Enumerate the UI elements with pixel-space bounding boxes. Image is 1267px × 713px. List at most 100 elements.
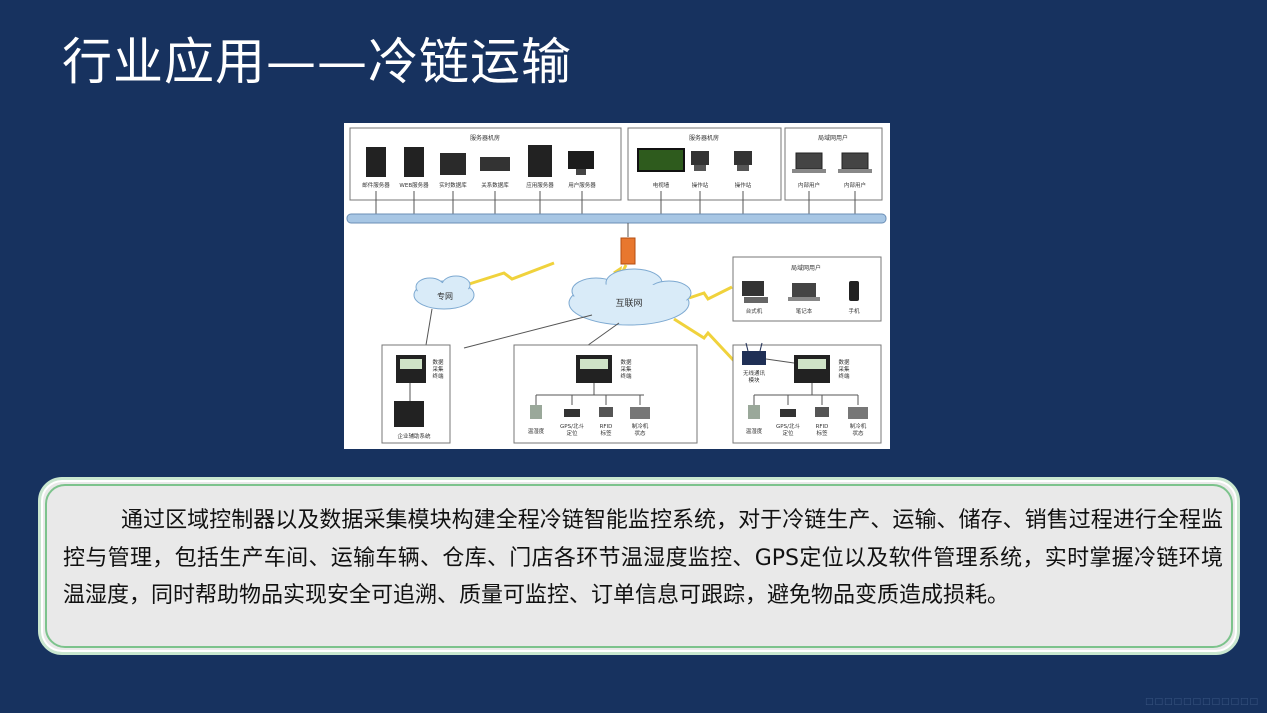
description-panel-border [45,484,1233,648]
private-link-lightning [465,261,555,287]
right-sensor-2-line2: 定位 [782,429,794,437]
monitor-label-2: 操作站 [692,181,709,189]
terminal-right-line1: 数据 [838,358,850,366]
terminal-right-screen [798,359,826,369]
server-label-3: 实时数据库 [439,181,467,189]
mid-sensor-3-line2: 标签 [600,429,612,437]
footer-note: □□□□□□□□□□□□ [1144,697,1259,707]
server-group: 邮件服务器 WEB服务器 实时数据库 关系数据库 应用服务器 用户服务器 [362,145,596,189]
terminal-mid-screen [580,359,608,369]
link-mid-terminal [583,322,620,349]
private-net-label: 专网 [437,291,453,301]
operator-station-1-icon [691,151,709,165]
realtime-db-icon [440,153,466,175]
temp-humidity-sensor-icon [530,405,542,419]
phone-icon [849,281,859,301]
link-left-terminal [463,314,593,349]
laptop-1-icon [795,152,823,170]
wan-link-lightning [688,285,733,301]
description-text: 通过区域控制器以及数据采集模块构建全程冷链智能监控系统，对于冷链生产、运输、储存… [63,508,1223,608]
mid-sensor-4-line2: 状态 [634,429,646,437]
laptop-2-base [838,169,872,173]
terminal-right-line3: 终端 [838,372,850,380]
mail-server-icon [366,147,386,177]
server-label-5: 应用服务器 [526,181,554,189]
user-server-icon [568,151,594,169]
relational-db-icon [480,157,510,171]
server-room-title: 服务器机房 [470,134,500,142]
mid-sensor-2-line2: 定位 [566,429,578,437]
server-label-4: 关系数据库 [481,181,509,189]
laptop-2-icon [841,152,869,170]
description-panel: 通过区域控制器以及数据采集模块构建全程冷链智能监控系统，对于冷链生产、运输、储存… [38,477,1240,655]
mid-sensor-2-line1: GPS/北斗 [560,422,584,430]
wireless-link-lightning [673,317,738,365]
wan-user-label-3: 手机 [848,307,860,315]
laptop-1-base [792,169,826,173]
right-sensor-4-line1: 制冷机 [850,422,867,430]
monitor-room-group: 电视墙 操作站 操作站 [637,148,752,189]
server-label-2: WEB服务器 [399,181,429,189]
refrigerator-unit-icon [630,407,650,419]
gps-device-2-icon [780,409,796,417]
notebook-base [788,297,820,301]
notebook-icon [792,283,816,297]
terminal-left-line1: 数据 [432,358,444,366]
lan-users-title: 局域网用户 [818,134,848,142]
internet-label: 互联网 [615,298,642,309]
wan-users-title: 局域网用户 [791,264,821,272]
enterprise-system-label: 企业辅助系统 [397,432,431,440]
operator-station-2-icon [734,151,752,165]
temp-humidity-sensor-2-icon [748,405,760,419]
network-diagram-svg: 服务器机房 服务器机房 局域网用户 邮件服务器 WEB服务器 实时数据库 关系数… [346,127,887,444]
terminal-left-line3: 终端 [432,372,444,380]
mid-sensor-1-line1: 温湿度 [528,427,545,435]
network-bus [346,213,887,224]
desktop-icon [742,281,764,296]
wireless-module-line1: 无线通讯 [743,369,766,377]
private-net-cloud [413,275,475,310]
terminal-mid-line2: 采集 [620,365,632,373]
rfid-tag-icon [599,407,613,417]
page-title: 行业应用——冷链运输 [62,33,572,91]
terminal-left-line2: 采集 [432,365,444,373]
app-server-icon [528,145,552,177]
operator-station-1-base [694,165,706,171]
right-sensor-2-line1: GPS/北斗 [776,422,800,430]
terminal-left-screen [400,359,422,369]
rfid-tag-2-icon [815,407,829,417]
enterprise-pc-icon [394,401,424,427]
mid-sensor-4-line1: 制冷机 [632,422,649,430]
mid-sensor-3-line1: RFID [600,424,613,430]
server-label-6: 用户服务器 [568,181,596,189]
monitor-label-3: 操作站 [735,181,752,189]
right-sensor-3-line2: 标签 [816,429,828,437]
web-server-icon [404,147,424,177]
user-server-stand [576,169,586,175]
network-diagram: 服务器机房 服务器机房 局域网用户 邮件服务器 WEB服务器 实时数据库 关系数… [344,123,890,449]
internet-cloud [568,268,692,326]
monitor-label-1: 电视墙 [653,181,670,189]
operator-station-2-base [737,165,749,171]
desktop-base [744,297,768,303]
link-private-to-left [425,308,433,346]
firewall-icon [620,237,636,265]
wireless-module-icon [742,351,766,365]
refrigerator-unit-2-icon [848,407,868,419]
wan-user-label-1: 台式机 [746,307,763,315]
server-label-1: 邮件服务器 [362,181,390,189]
lan-user-label-1: 内部用户 [798,181,820,189]
terminal-mid-line1: 数据 [620,358,632,366]
monitor-room-title: 服务器机房 [689,134,719,142]
right-sensor-1-line1: 温湿度 [746,427,763,435]
lan-user-label-2: 内部用户 [844,181,866,189]
terminal-right-line2: 采集 [838,365,850,373]
bus-drop-lines [375,191,856,214]
tv-wall-icon [637,148,685,172]
wireless-module-line2: 模块 [748,376,760,384]
gps-device-icon [564,409,580,417]
right-sensor-3-line1: RFID [816,424,829,430]
right-sensor-4-line2: 状态 [852,429,864,437]
wan-user-label-2: 笔记本 [796,307,813,315]
lan-users-group: 内部用户 内部用户 [792,152,872,189]
